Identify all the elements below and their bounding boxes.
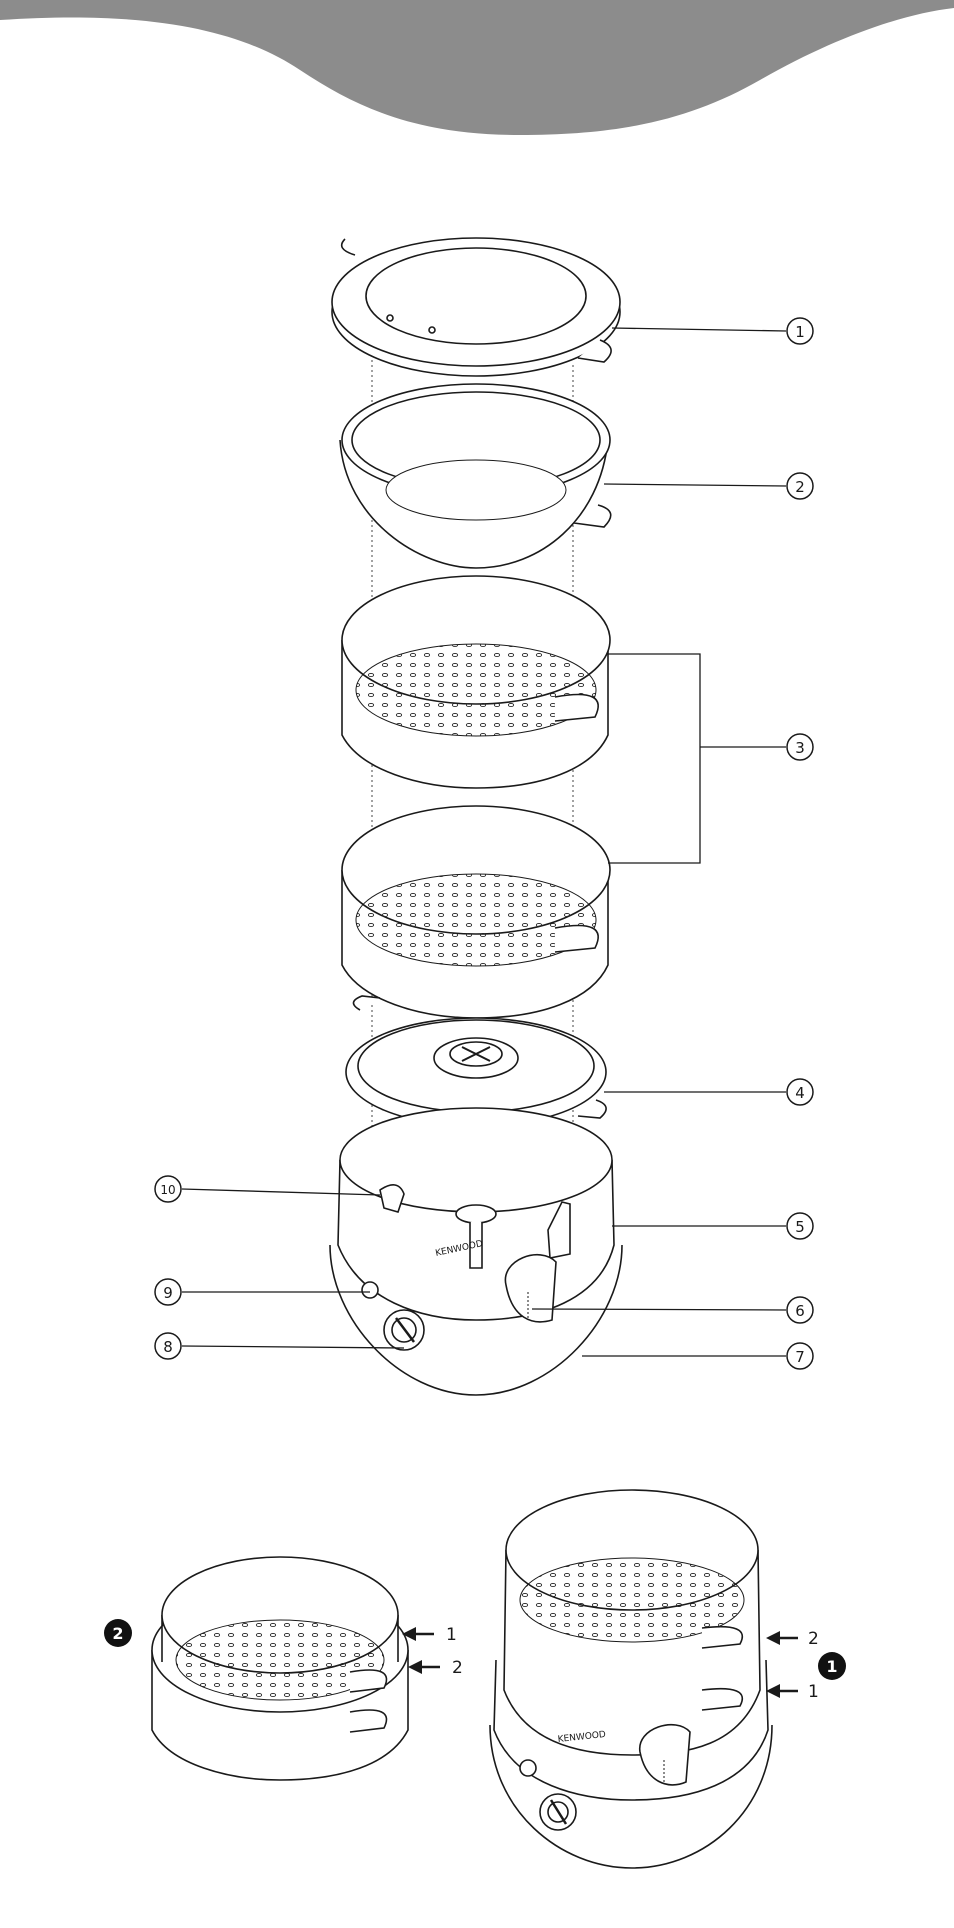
- svg-text:6: 6: [795, 1302, 805, 1320]
- callout-6: 6: [787, 1297, 813, 1323]
- header-wave-band: [0, 0, 954, 135]
- figure-1-assembled-steamer: KENWOOD: [490, 1490, 772, 1868]
- callout-9: 9: [155, 1279, 181, 1305]
- figure-2-arrow-label-1: 1: [446, 1625, 457, 1645]
- callout-4: 4: [787, 1079, 813, 1105]
- callout-5: 5: [787, 1213, 813, 1239]
- callout-3: 3: [787, 734, 813, 760]
- figure-2-arrow-label-2: 2: [452, 1658, 463, 1678]
- callout-7: 7: [787, 1343, 813, 1369]
- svg-text:5: 5: [795, 1218, 805, 1236]
- figure-1-arrows: [766, 1631, 798, 1698]
- figure-2-basket-stack: [152, 1557, 408, 1780]
- callout-1: 1: [787, 318, 813, 344]
- svg-text:4: 4: [795, 1084, 805, 1102]
- callout-10: 10: [155, 1176, 181, 1202]
- steaming-basket-upper-illustration: [342, 576, 610, 788]
- svg-text:2: 2: [112, 1624, 123, 1643]
- callout-2: 2: [787, 473, 813, 499]
- svg-text:9: 9: [163, 1284, 173, 1302]
- callout-8: 8: [155, 1333, 181, 1359]
- svg-text:7: 7: [795, 1348, 805, 1366]
- lid-illustration: [332, 238, 620, 376]
- svg-text:1: 1: [795, 323, 805, 341]
- figure-1-arrow-label-2: 2: [808, 1629, 819, 1649]
- base-unit-illustration: KENWOOD: [330, 1108, 622, 1395]
- figure-1-badge: 1: [818, 1652, 846, 1680]
- svg-text:10: 10: [160, 1183, 175, 1197]
- figure-1-arrow-label-1: 1: [808, 1682, 819, 1702]
- steaming-basket-lower-illustration: [342, 806, 610, 1018]
- svg-text:3: 3: [795, 739, 805, 757]
- svg-text:2: 2: [795, 478, 805, 496]
- rice-bowl-illustration: [340, 384, 611, 568]
- figure-2-badge: 2: [104, 1619, 132, 1647]
- svg-text:8: 8: [163, 1338, 173, 1356]
- svg-text:1: 1: [826, 1657, 837, 1676]
